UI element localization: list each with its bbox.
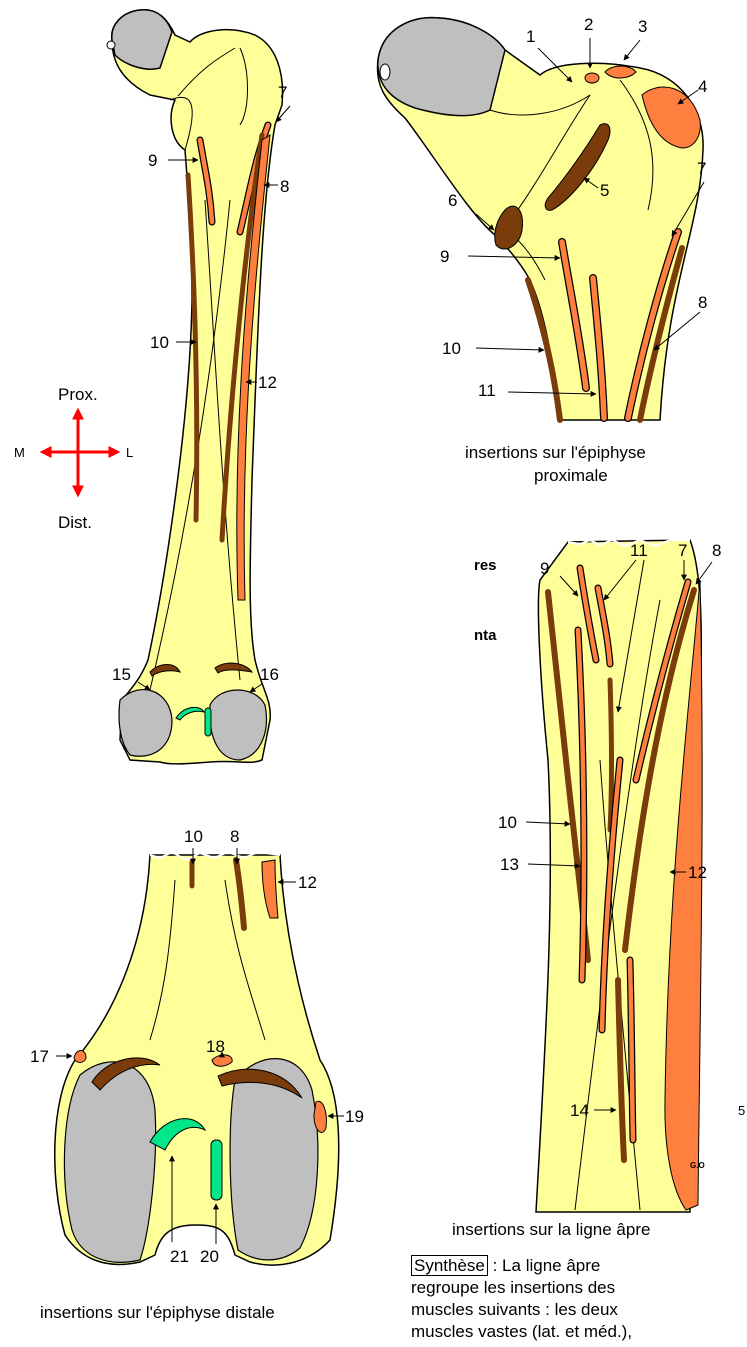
- label-lateral: L: [126, 445, 133, 460]
- label-19: 19: [345, 1107, 364, 1126]
- caption-proximal-line2: proximale: [534, 466, 608, 485]
- label-12a: 12: [688, 863, 707, 882]
- label-medial: M: [14, 445, 25, 460]
- label-17: 17: [30, 1047, 49, 1066]
- label-11p: 11: [478, 381, 496, 400]
- label-13a: 13: [500, 855, 519, 874]
- distal-condyle-medial: [64, 1062, 155, 1263]
- label-16: 16: [260, 665, 279, 684]
- label-10d: 10: [184, 827, 203, 846]
- distal-epiphysis-panel: 10 8 12 18 17 19 21 20 insertions sur l'…: [30, 827, 364, 1322]
- fovea: [107, 41, 115, 49]
- fragment-res: res: [474, 557, 497, 574]
- label-6: 6: [448, 191, 457, 210]
- caption-distal: insertions sur l'épiphyse distale: [40, 1303, 275, 1322]
- condyle-medial: [119, 690, 172, 757]
- label-dist: Dist.: [58, 513, 92, 532]
- synthese-line4: muscles vastes (lat. et méd.),: [411, 1321, 741, 1343]
- label-7a: 7: [678, 541, 687, 560]
- label-3: 3: [638, 17, 647, 36]
- synthese-text: Synthèse : La ligne âpre regroupe les in…: [411, 1255, 741, 1343]
- insertion-11b: [610, 680, 612, 830]
- label-2: 2: [584, 15, 593, 34]
- label-8a: 8: [712, 541, 721, 560]
- proximal-epiphysis-panel: 1 2 3 4 5 6 7 9 8 10 11 insertions sur l…: [377, 15, 707, 485]
- label-21: 21: [170, 1247, 189, 1266]
- label-10p: 10: [442, 339, 461, 358]
- label-8d: 8: [230, 827, 239, 846]
- label-8: 8: [280, 177, 289, 196]
- synthese-line3: muscles suivants : les deux: [411, 1299, 741, 1321]
- insertion-20: [211, 1140, 222, 1200]
- label-7p: 7: [697, 159, 706, 178]
- label-20: 20: [200, 1247, 219, 1266]
- fragment-five: 5: [738, 1103, 745, 1118]
- label-8p: 8: [698, 293, 707, 312]
- synthese-line1: : La ligne âpre: [488, 1256, 600, 1275]
- label-11a: 11: [630, 541, 648, 560]
- label-5: 5: [600, 181, 609, 200]
- synthese-title: Synthèse: [411, 1255, 488, 1276]
- linea-aspera-panel: 9 11 7 8 10 13 12 14 res nta 5 G.O inser…: [452, 540, 745, 1239]
- label-4: 4: [698, 77, 707, 96]
- label-9a: 9: [540, 559, 549, 578]
- synthese-line2: regroupe les insertions des: [411, 1277, 741, 1299]
- caption-linea-aspera: insertions sur la ligne âpre: [452, 1220, 650, 1239]
- femoral-head-cartilage: [112, 10, 172, 69]
- signature: G.O: [690, 1161, 705, 1170]
- insertion-17: [74, 1051, 86, 1063]
- label-15: 15: [112, 665, 131, 684]
- label-14a: 14: [570, 1101, 589, 1120]
- insertion-2: [585, 73, 599, 83]
- label-12d: 12: [298, 873, 317, 892]
- caption-proximal-line1: insertions sur l'épiphyse: [465, 443, 646, 462]
- whole-femur-panel: 7 9 8 10 12 15 16: [107, 10, 290, 764]
- label-7: 7: [278, 83, 287, 102]
- label-9: 9: [148, 151, 157, 170]
- label-10: 10: [150, 333, 169, 352]
- distal-condyle-lateral: [230, 1059, 318, 1260]
- label-10a: 10: [498, 813, 517, 832]
- label-1: 1: [526, 27, 535, 46]
- label-9p: 9: [440, 247, 449, 266]
- label-prox: Prox.: [58, 385, 98, 404]
- label-12: 12: [258, 373, 277, 392]
- orientation-cross: Prox. Dist. M L: [14, 385, 133, 532]
- insertion-20-small: [205, 708, 211, 736]
- fragment-nta: nta: [474, 627, 497, 644]
